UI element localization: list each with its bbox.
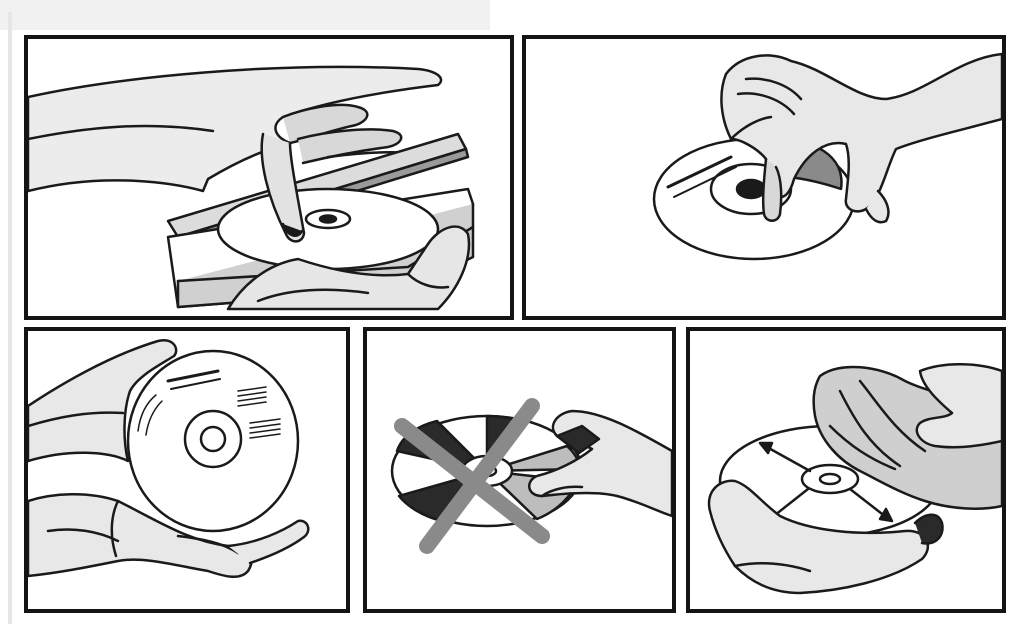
wipe-disc-illustration [690, 331, 1002, 609]
panel-do-not-touch [363, 327, 676, 613]
insert-disc-illustration [28, 39, 510, 316]
panel-wipe-disc [686, 327, 1006, 613]
panel-hold-disc [24, 327, 350, 613]
hold-disc-illustration [28, 331, 346, 609]
panel-lift-disc [522, 35, 1006, 320]
do-not-touch-illustration [367, 331, 672, 609]
lift-disc-illustration [526, 39, 1002, 316]
panel-insert-disc [24, 35, 514, 320]
